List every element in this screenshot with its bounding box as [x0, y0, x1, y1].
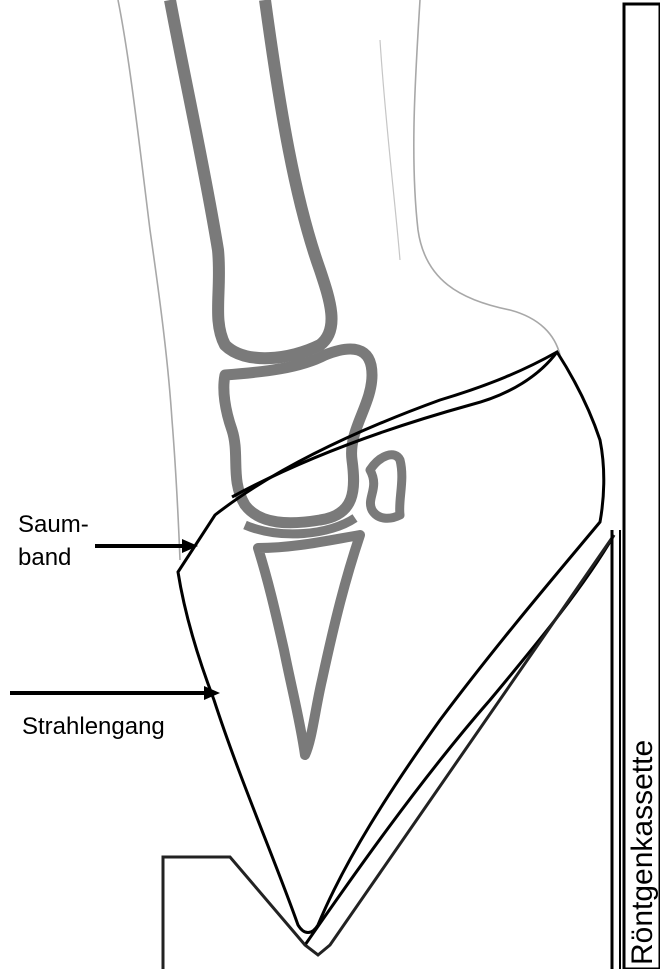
leg-outline-back	[118, 0, 180, 560]
sole-line	[305, 535, 614, 945]
roentgenkassette-label: Röntgenkassette	[628, 740, 658, 965]
leg-outline-mid	[380, 40, 400, 260]
coffin-bone	[258, 535, 360, 755]
leg-outline-front	[414, 0, 560, 355]
saumband-label-line1: Saum-	[18, 512, 89, 538]
navicular-bone	[370, 455, 402, 518]
long-pastern-bone	[170, 0, 332, 358]
saumband-label-line2: band	[18, 545, 71, 571]
strahlengang-label: Strahlengang	[22, 714, 165, 740]
